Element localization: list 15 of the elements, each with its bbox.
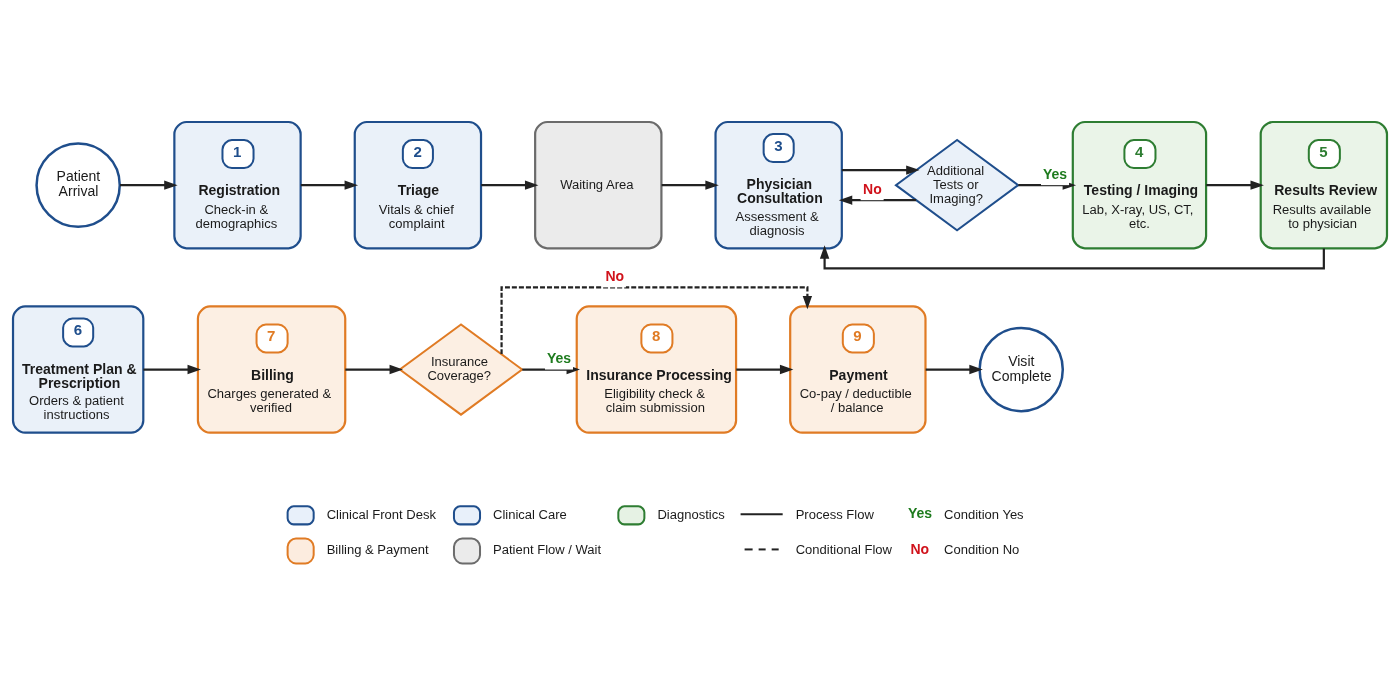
- edge-label: Yes: [546, 350, 572, 367]
- legend-label: Patient Flow / Wait: [493, 542, 602, 558]
- legend-label: Billing & Payment: [326, 542, 429, 558]
- legend-label: Conditional Flow: [795, 542, 892, 558]
- edge-label: Yes: [1043, 165, 1068, 182]
- edge-label: No: [605, 268, 625, 285]
- label: Yes: [907, 505, 933, 522]
- legend-label: Condition Yes: [944, 506, 1024, 522]
- legend-label: Process Flow: [795, 506, 874, 522]
- legend-label: Diagnostics: [657, 506, 725, 522]
- legend-label: Clinical Care: [493, 506, 567, 522]
- legend-label: Condition No: [944, 542, 1020, 558]
- edge-label: No: [863, 180, 882, 197]
- legend-label: Clinical Front Desk: [326, 506, 436, 522]
- label: No: [910, 540, 930, 557]
